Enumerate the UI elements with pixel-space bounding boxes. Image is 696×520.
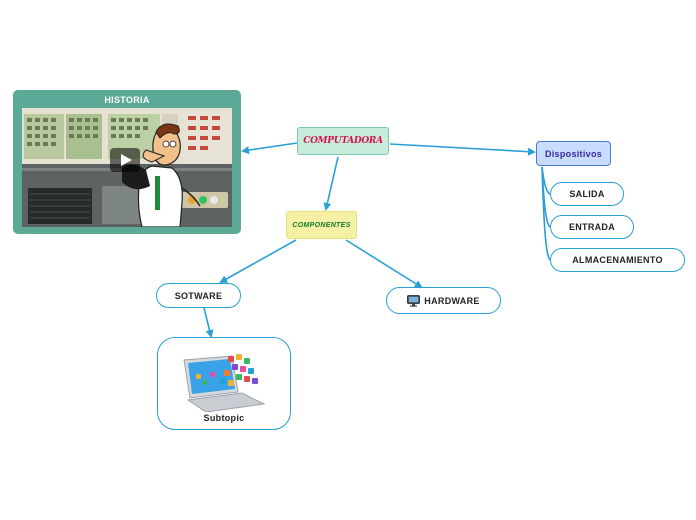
link-central-dispositivos <box>389 143 536 156</box>
topic-hardware[interactable]: HARDWARE <box>386 287 501 314</box>
historia-video-thumbnail[interactable] <box>22 108 232 227</box>
monitor-icon <box>407 294 421 307</box>
hardware-label: HARDWARE <box>424 295 480 306</box>
laptop-apps-image <box>183 354 266 412</box>
topic-software[interactable]: SOTWARE <box>156 283 241 308</box>
subtopic-salida[interactable]: SALIDA <box>550 182 624 206</box>
link-dispositivos-almacenamiento <box>541 166 551 261</box>
link-componentes-hardware <box>345 239 423 289</box>
link-software-subtopic <box>203 307 214 338</box>
historia-video-card[interactable]: HISTORIA <box>13 90 241 234</box>
cartoon-character <box>122 123 201 227</box>
link-componentes-software <box>219 239 297 283</box>
link-central-historia <box>241 142 298 155</box>
topic-dispositivos[interactable]: Dispositivos <box>536 141 611 166</box>
historia-title: HISTORIA <box>104 95 150 105</box>
subtopic-image-node[interactable]: Subtopic <box>157 337 291 430</box>
central-topic-computadora[interactable]: COMPUTADORA <box>297 127 389 155</box>
play-icon <box>110 148 140 172</box>
link-central-componentes <box>323 156 339 211</box>
subtopic-label: Subtopic <box>203 413 245 423</box>
subtopic-almacenamiento[interactable]: ALMACENAMIENTO <box>550 248 685 272</box>
subtopic-entrada[interactable]: ENTRADA <box>550 215 634 239</box>
topic-componentes[interactable]: COMPONENTES <box>286 211 357 239</box>
